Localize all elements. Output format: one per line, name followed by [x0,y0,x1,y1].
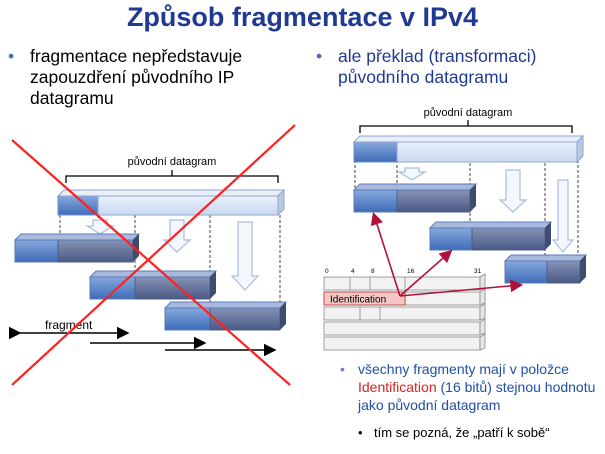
right-diagram: původní datagram [323,107,588,351]
right-fragment-3 [503,254,588,284]
left-fragment-2 [88,270,218,300]
tick-label: 0 [325,268,329,275]
left-datagram-label: původní datagram [128,156,217,168]
left-fragment-1 [13,233,141,263]
bullet-icon: • [8,46,15,66]
right-fragment-2 [428,221,553,251]
tick-label: 16 [407,268,415,275]
page-title: Způsob fragmentace v IPv4 [126,2,479,32]
bullet-icon: • [316,46,323,66]
ip-header-grid: 0 4 8 16 31 [323,268,486,351]
bullet-icon: • [340,361,345,377]
sub-bullet-text-after: (16 bitů) stejnou hodnotu jako původní d… [358,379,596,413]
left-fragment-3 [163,301,288,331]
right-bullet-text: ale překlad (transformaci) původního dat… [338,46,537,87]
right-original-datagram [352,134,585,164]
sub-bullet-text-before: všechny fragmenty mají v položce [358,361,569,377]
tick-label: 8 [371,268,375,275]
left-bullet-text: fragmentace nepředstavuje zapouzdření pů… [30,46,243,108]
fragment-label: fragment [45,318,93,332]
cross-out-icon [11,124,296,386]
identification-label: Identification [330,295,386,306]
tick-label: 4 [351,268,355,275]
identification-field [323,291,406,306]
tick-label: 31 [474,268,482,275]
identification-bullet-text: všechny fragmenty mají v položce Identif… [358,360,602,414]
right-datagram-label: původní datagram [424,107,513,119]
belong-together-text: tím se pozná, že „patří k sobě“ [374,425,550,440]
bullet-icon: • [358,425,363,440]
left-diagram: původní datagram [8,124,296,386]
left-original-datagram [56,188,286,217]
right-fragment-1 [352,183,478,213]
sub-bullet-highlight: Identification [358,379,437,395]
